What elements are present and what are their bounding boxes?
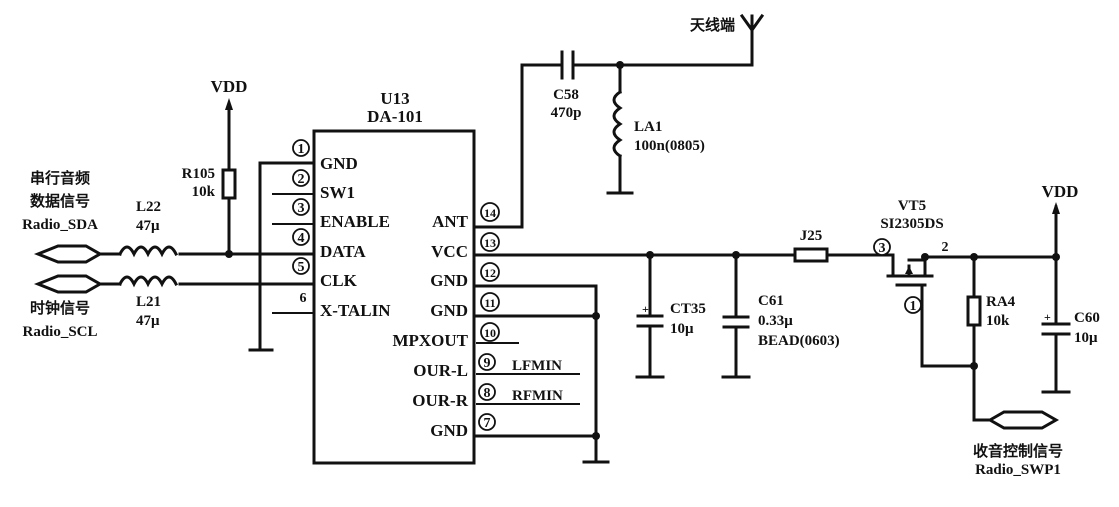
pin-num-1: 1 <box>298 142 305 157</box>
pin-num-14: 14 <box>484 206 496 220</box>
pin-name-ant: ANT <box>432 212 469 231</box>
pin-num-9: 9 <box>484 356 491 371</box>
inductor-la1 <box>612 89 623 159</box>
pin-num-4: 4 <box>298 231 305 246</box>
swp-label: Radio_SWP1 <box>975 462 1061 478</box>
pin-name-gnd: GND <box>320 154 358 173</box>
ic-right-pin-names: ANT VCC GND GND MPXOUT OUR-L OUR-R GND <box>392 212 468 440</box>
inductor-l22 <box>117 245 179 258</box>
vdd-left-arrow <box>225 98 233 110</box>
scl-label: Radio_SCL <box>22 324 97 340</box>
connector-swp[interactable] <box>986 410 1060 430</box>
c61-value: 0.33μ <box>758 313 793 329</box>
pin-num-2: 2 <box>298 172 305 187</box>
resistor-ra4 <box>966 295 982 327</box>
junction-gnd11 <box>592 312 600 320</box>
la1-value: 100n(0805) <box>634 138 705 154</box>
lfmin-label: LFMIN <box>512 358 562 374</box>
c60-polarity: + <box>1044 310 1051 324</box>
connector-scl[interactable] <box>33 274 104 294</box>
ra4-ref: RA4 <box>986 294 1016 310</box>
pin-num-12: 12 <box>484 266 496 280</box>
ic-right-pin-numbers: 14 13 12 11 10 9 8 7 <box>478 202 500 431</box>
pin-name-mpxout: MPXOUT <box>392 331 468 350</box>
vt5-pin-source: 3 <box>879 241 886 256</box>
vt5-pin-gate: 1 <box>910 299 917 314</box>
swp-cn-label: 收音控制信号 <box>973 442 1063 460</box>
l21-value: 47μ <box>136 313 160 329</box>
pin-num-10: 10 <box>484 326 496 340</box>
ct35-polarity: + <box>642 302 649 316</box>
la1-ref: LA1 <box>634 119 662 135</box>
ic-ref: U13 <box>380 89 409 108</box>
c60-value: 10μ <box>1074 330 1098 346</box>
pin-name-xtalin: X-TALIN <box>320 301 391 320</box>
vt5-ref: VT5 <box>898 198 926 214</box>
pin-name-data: DATA <box>320 242 366 261</box>
c60-ref: C60 <box>1074 310 1100 326</box>
pin-num-7: 7 <box>484 416 491 431</box>
wire-vt5-gate <box>920 283 976 368</box>
vdd-right-arrow <box>1052 202 1060 214</box>
ic-left-pin-numbers: 1 2 3 4 5 6 <box>292 139 310 306</box>
connector-sda[interactable] <box>33 244 104 264</box>
r105-ref: R105 <box>182 166 215 182</box>
pin-name-our-r: OUR-R <box>412 391 468 410</box>
junction-data <box>225 250 233 258</box>
resistor-r105 <box>221 168 237 200</box>
ct35-value: 10μ <box>670 321 694 337</box>
ra4-value: 10k <box>986 313 1010 329</box>
c58-value: 470p <box>551 105 582 121</box>
pin-name-our-l: OUR-L <box>413 361 468 380</box>
vt5-part: SI2305DS <box>880 216 943 232</box>
antenna-label: 天线端 <box>690 16 735 34</box>
wire-ant <box>472 63 562 229</box>
j25-ref: J25 <box>800 228 823 244</box>
l22-ref: L22 <box>136 199 161 215</box>
ic-u13-body <box>312 129 476 465</box>
pin-name-gnd7: GND <box>430 421 468 440</box>
pin-num-5: 5 <box>298 260 305 275</box>
pin-num-3: 3 <box>298 201 305 216</box>
sda-cn-line2: 数据信号 <box>30 192 90 210</box>
vt5-pin-drain: 2 <box>942 240 949 255</box>
junction-ra4-gate <box>970 362 978 370</box>
bead-j25 <box>793 247 829 263</box>
pin-name-sw1: SW1 <box>320 183 355 202</box>
ic-part: DA-101 <box>367 107 423 126</box>
pin-name-clk: CLK <box>320 271 358 290</box>
inductor-l21 <box>117 275 179 288</box>
pin-name-vcc: VCC <box>431 242 468 261</box>
c58-ref: C58 <box>553 87 579 103</box>
junction-gnd7 <box>592 432 600 440</box>
vdd-right-label: VDD <box>1042 182 1079 201</box>
ic-left-pin-names: GND SW1 ENABLE DATA CLK X-TALIN <box>320 154 391 320</box>
l21-ref: L21 <box>136 294 161 310</box>
sda-label: Radio_SDA <box>22 217 98 233</box>
vdd-left-label: VDD <box>211 77 248 96</box>
pin-name-enable: ENABLE <box>320 212 390 231</box>
pin-name-gnd11: GND <box>430 301 468 320</box>
c61-note: BEAD(0603) <box>758 333 840 349</box>
pin-num-6: 6 <box>300 291 307 306</box>
pin-num-13: 13 <box>484 236 496 250</box>
l22-value: 47μ <box>136 218 160 234</box>
rfmin-label: RFMIN <box>512 388 563 404</box>
c61-ref: C61 <box>758 293 784 309</box>
sda-cn-line1: 串行音频 <box>30 169 90 187</box>
ct35-ref: CT35 <box>670 301 706 317</box>
wire-gnd-bus <box>472 284 598 464</box>
pin-name-gnd12: GND <box>430 271 468 290</box>
wire-gnd-pin1 <box>258 161 316 352</box>
r105-value: 10k <box>192 184 216 200</box>
scl-cn-label: 时钟信号 <box>30 299 90 317</box>
pin-num-8: 8 <box>484 386 491 401</box>
pin-num-11: 11 <box>484 296 495 310</box>
